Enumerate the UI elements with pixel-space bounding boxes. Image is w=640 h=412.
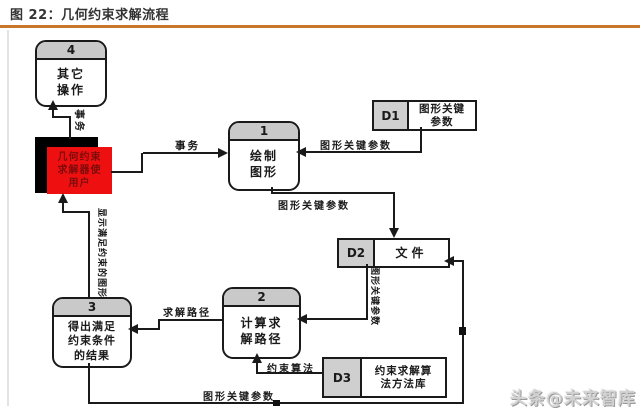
arrowhead-into-p1-left: [218, 148, 228, 158]
process-box-3: 3 得出满足 约束条件 的结果: [52, 297, 132, 368]
process-1-number: 1: [230, 123, 298, 141]
accent-rule: [0, 25, 640, 28]
process-3-number: 3: [54, 299, 130, 317]
page-left-edge: [7, 30, 9, 406]
flow-label-transaction-up: 事务: [73, 109, 84, 133]
flow-p3-d2-line: [452, 260, 464, 262]
flow-d3-p2-line: [256, 372, 322, 374]
flow-entity-p1-line: [143, 152, 221, 154]
flow-d2-p2-line: [366, 264, 368, 320]
line-crossing-marker: [459, 327, 466, 335]
process-2-number: 2: [224, 289, 299, 307]
datastore-d3-label: 约束求解算 法方法库: [362, 357, 447, 398]
flow-p1-d2-line: [271, 187, 273, 194]
flow-p2-p3-line: [158, 319, 222, 321]
process-4-label: 其它 操作: [56, 66, 85, 97]
flow-d3-p2-line: [256, 357, 258, 373]
entity-user: 几何约束 求解器使 用户: [47, 147, 112, 194]
figure-title: 图 22：几何约束求解流程: [10, 8, 170, 23]
flow-p3-entity-line: [62, 211, 90, 213]
flow-p3-entity-line: [88, 211, 90, 298]
datastore-d3: D3 约束求解算 法方法库: [322, 357, 447, 398]
flow-d2-p2-line: [306, 318, 368, 320]
flow-label-d1-p1: 图形关键参数: [320, 141, 392, 152]
flow-d1-p1-line: [420, 127, 422, 153]
process-box-2: 2 计算求 解路径: [222, 287, 301, 359]
line-crossing-marker: [273, 400, 280, 406]
datastore-d2-label: 文件: [375, 238, 450, 268]
arrowhead-into-p3-right: [128, 324, 138, 334]
process-1-label: 绘制 图形: [249, 149, 278, 179]
watermark: 头条@未来智库: [510, 389, 636, 409]
flow-entity-p4-line: [52, 108, 54, 118]
datastore-d1-label: 图形关键 参数: [409, 100, 477, 131]
arrowhead-into-p1-right: [296, 147, 306, 157]
arrowhead-into-entity-bottom: [58, 193, 68, 203]
process-3-label: 得出满足 约束条件 的结果: [68, 320, 116, 362]
flow-entity-p4-line: [52, 116, 71, 118]
process-box-1: 1 绘制 图形: [228, 121, 300, 191]
flow-entity-p1-line: [141, 153, 143, 173]
datastore-d2-id: D2: [337, 238, 375, 268]
flow-p1-d2-line: [271, 192, 395, 194]
flow-label-p3-entity: 显示满足约束的图形: [96, 208, 106, 299]
datastore-d1-id: D1: [372, 100, 409, 131]
datastore-d3-id: D3: [322, 357, 362, 398]
arrowhead-into-p4: [48, 100, 58, 110]
arrowhead-into-d2-top: [389, 228, 399, 238]
datastore-d1: D1 图形关键 参数: [372, 100, 477, 131]
flow-label-p2-p3: 求解路径: [163, 308, 211, 319]
flow-label-d3-p2: 约束算法: [267, 364, 315, 375]
flow-p2-p3-line: [136, 328, 160, 330]
flow-p3-entity-line: [62, 202, 64, 212]
flow-p2-p3-line: [158, 319, 160, 330]
arrowhead-into-p2-bottom: [252, 353, 262, 363]
datastore-d2: D2 文件: [337, 238, 450, 268]
flow-label-p3-d2: 图形关键参数: [203, 392, 275, 403]
flow-entity-p4-line: [69, 116, 71, 139]
flow-label-d2-p2: 图形关键参数: [369, 266, 379, 327]
arrowhead-into-d2-right: [444, 256, 454, 266]
flow-p1-d2-line: [393, 192, 395, 230]
process-4-number: 4: [37, 42, 105, 60]
flow-p3-d2-line: [88, 363, 90, 403]
arrowhead-into-p2-right: [297, 314, 307, 324]
flow-label-transaction-right: 事务: [175, 140, 200, 152]
process-2-label: 计算求 解路径: [240, 316, 283, 346]
process-box-4: 4 其它 操作: [35, 40, 107, 107]
flow-entity-p1-line: [111, 171, 143, 173]
flow-label-p1-d2: 图形关键参数: [278, 201, 350, 212]
flow-d1-p1-line: [305, 151, 422, 153]
